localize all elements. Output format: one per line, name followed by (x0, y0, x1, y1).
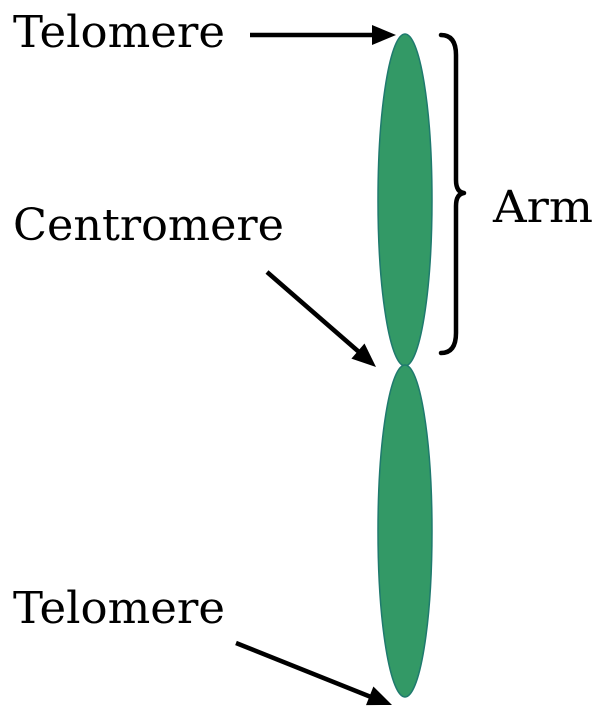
telomere-top-label: Telomere (13, 7, 225, 58)
chromosome-lower-arm (377, 364, 433, 698)
telomere-top-arrow (250, 25, 396, 45)
centromere-arrow (265, 270, 376, 367)
arm-brace (438, 32, 467, 356)
telomere-bottom-arrow (235, 640, 392, 706)
centromere-label: Centromere (13, 200, 284, 251)
telomere-bottom-label: Telomere (13, 583, 225, 634)
chromosome-upper-arm (377, 33, 433, 367)
arm-label: Arm (492, 182, 593, 233)
